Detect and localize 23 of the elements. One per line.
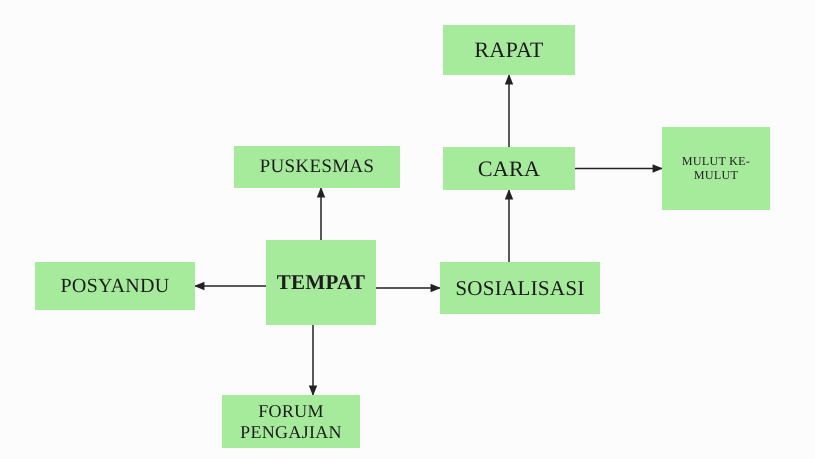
box-label: FORUM PENGAJIAN xyxy=(239,400,343,442)
box-label: POSYANDU xyxy=(60,274,170,298)
box-label: SOSIALISASI xyxy=(455,276,585,300)
process-box xyxy=(440,262,600,314)
arrow xyxy=(308,325,318,396)
box-label: RAPAT xyxy=(474,37,544,63)
process-box xyxy=(234,146,400,188)
arrow xyxy=(194,282,266,290)
box-label: TEMPAT xyxy=(276,270,366,295)
arrow xyxy=(376,284,442,292)
process-box xyxy=(443,147,575,190)
process-box xyxy=(662,127,770,210)
box-label: MULUT KE-MULUT xyxy=(680,154,752,182)
process-box xyxy=(443,25,575,75)
arrow xyxy=(575,164,664,173)
process-box xyxy=(35,262,195,310)
arrow xyxy=(316,186,326,240)
box-label: CARA xyxy=(478,156,540,182)
box-label: PUSKESMAS xyxy=(260,156,374,178)
process-box xyxy=(222,395,360,448)
arrow xyxy=(504,188,514,262)
arrow xyxy=(504,74,514,147)
process-box xyxy=(266,240,376,325)
